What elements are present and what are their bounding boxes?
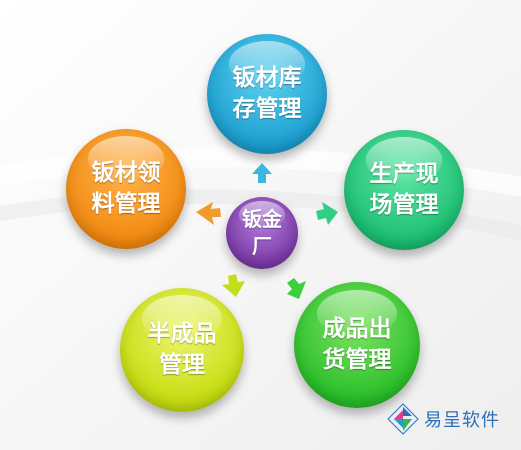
diamond-logo-icon (387, 403, 419, 435)
node-semi-finished: 半成品 管理 (120, 288, 244, 412)
center-node-factory: 钣金 厂 (226, 197, 298, 269)
node-production-site-line2: 场管理 (369, 192, 439, 218)
node-sheet-requisition: 钣材领 料管理 (66, 129, 186, 249)
node-sheet-inventory-line2: 存管理 (232, 96, 302, 122)
brand-logo: 易呈软件 (386, 402, 500, 436)
brand-name: 易呈软件 (424, 410, 500, 431)
node-semi-finished-line1: 半成品 (147, 320, 217, 347)
node-finished-delivery: 成品出 货管理 (294, 282, 420, 408)
node-sheet-inventory-line1: 钣材库 (232, 64, 302, 91)
node-production-site: 生产现 场管理 (344, 130, 464, 250)
node-finished-delivery-line2: 货管理 (322, 347, 392, 373)
node-finished-delivery-line1: 成品出 (322, 315, 392, 342)
node-sheet-inventory: 钣材库 存管理 (207, 34, 327, 154)
node-sheet-requisition-line2: 料管理 (91, 191, 161, 217)
center-node-line2: 厂 (252, 234, 272, 258)
node-production-site-line1: 生产现 (369, 160, 439, 187)
node-sheet-requisition-line1: 钣材领 (91, 159, 161, 186)
node-semi-finished-line2: 管理 (159, 352, 205, 378)
center-node-line1: 钣金 (242, 207, 282, 231)
